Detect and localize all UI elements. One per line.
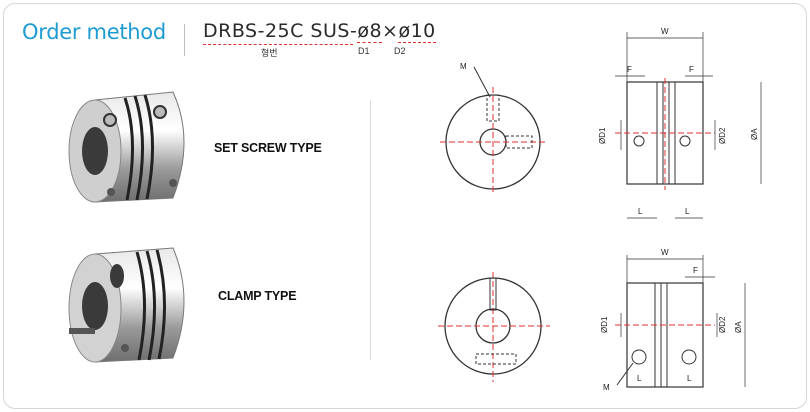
model-code: DRBS-25C SUS-ø8×ø10 (203, 20, 436, 43)
clamp-m-label: M (603, 383, 610, 392)
clamp-d2-label: ØD2 (718, 316, 727, 333)
clamp-coupling-photo (68, 247, 185, 363)
clamp-front-view (438, 272, 550, 382)
side-d1-label: ØD1 (598, 127, 607, 144)
sub-d2-label: D2 (394, 46, 406, 56)
clamp-f-label: F (693, 266, 698, 275)
side-w-label: W (661, 27, 669, 36)
clamp-side-view: W F ØD1 ØD2 ØA L L M (600, 248, 746, 392)
set-screw-type-label: SET SCREW TYPE (214, 141, 322, 155)
clamp-l2-label: L (687, 374, 692, 383)
set-screw-coupling-photo (68, 91, 185, 203)
section-title: Order method (22, 20, 166, 44)
model-d1: ø8 (357, 20, 383, 43)
clamp-d1-label: ØD1 (600, 316, 609, 333)
content-divider (370, 100, 371, 360)
title-divider (184, 24, 185, 56)
side-l2-label: L (685, 207, 690, 216)
model-prefix: DRBS-25C SUS- (203, 20, 358, 42)
side-a-label: ØA (750, 128, 759, 140)
side-f2-label: F (689, 65, 694, 74)
side-d2-label: ØD2 (718, 127, 727, 144)
set-screw-side-view: W F F ØD1 ØD2 ØA L L (598, 27, 762, 219)
side-l1-label: L (638, 207, 643, 216)
clamp-w-label: W (661, 248, 669, 257)
model-d2: ø10 (398, 20, 436, 43)
sub-model-label: 형번 (261, 48, 278, 58)
model-times: × (382, 20, 399, 42)
front-m-label: M (460, 62, 467, 71)
sub-d1-label: D1 (358, 46, 370, 56)
clamp-type-label: CLAMP TYPE (218, 289, 297, 303)
set-screw-front-view: M (440, 62, 548, 195)
clamp-a-label: ØA (734, 321, 743, 333)
model-underline (203, 44, 353, 45)
clamp-l1-label: L (637, 374, 642, 383)
side-f1-label: F (627, 65, 632, 74)
